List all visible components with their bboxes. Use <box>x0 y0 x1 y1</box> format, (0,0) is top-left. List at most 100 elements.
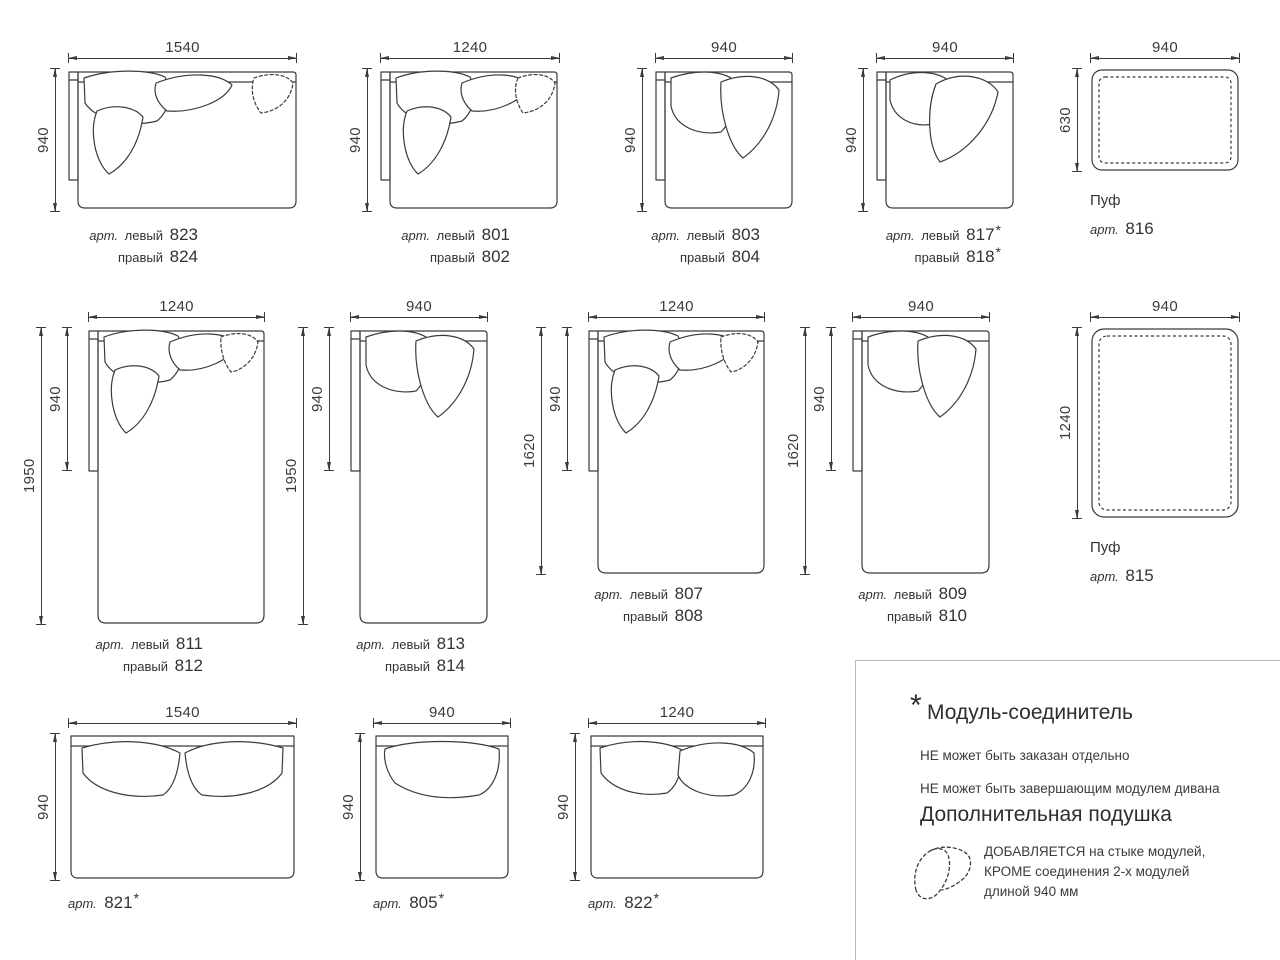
art-number: 813 <box>436 634 465 653</box>
length-dimension-label: 1620 <box>521 433 538 469</box>
module-caption: арт. 805* <box>373 890 445 913</box>
dimension-line <box>588 721 766 725</box>
dimension-line <box>65 327 69 471</box>
sofa-drawing <box>588 733 766 881</box>
dimension-line <box>373 721 511 725</box>
width-dimension-label: 1540 <box>165 704 200 721</box>
pouf-label: Пуф <box>1090 539 1121 556</box>
side-label: левый <box>391 637 430 652</box>
sofa-drawing <box>852 327 990 575</box>
depth-dimension-label: 940 <box>811 386 828 412</box>
dimension-line <box>640 68 644 212</box>
caption-left-line: арт. левый 809 <box>837 583 967 605</box>
depth-dimension: 940 <box>843 68 868 212</box>
width-dimension-label: 940 <box>1152 298 1178 315</box>
width-dimension: 1240 <box>88 298 265 322</box>
depth-dimension: 940 <box>340 733 365 881</box>
width-dimension: 1240 <box>588 298 765 322</box>
width-dimension: 940 <box>655 39 793 63</box>
dimension-line <box>655 56 793 60</box>
sofa-drawing <box>380 68 560 212</box>
width-dimension: 1540 <box>68 704 297 728</box>
depth-dimension: 940 <box>622 68 647 212</box>
connector-star: * <box>438 890 445 906</box>
length-dimension-label: 1240 <box>1057 405 1074 441</box>
art-number: 823 <box>169 225 198 244</box>
pouf-815: 940 1240 Пуф арт. 815 <box>1052 298 1252 639</box>
depth-dimension: 630 <box>1057 68 1082 172</box>
caption-left-line: арт. левый 801 <box>380 224 510 246</box>
connector-star: * <box>653 890 660 906</box>
module-caption: арт. левый 803 правый 804 <box>647 224 760 268</box>
pouf-drawing <box>1090 68 1240 172</box>
extra-pillow-note: ДОБАВЛЯЕТСЯ на стыке модулей, КРОМЕ соед… <box>984 842 1205 902</box>
length-dimension-label: 1950 <box>21 458 38 494</box>
module-caption: арт. 821* <box>68 890 139 913</box>
dimension-line <box>876 56 1014 60</box>
dimension-line <box>53 733 57 881</box>
art-number: 804 <box>731 247 760 266</box>
width-dimension: 940 <box>1090 39 1240 63</box>
module-809-810: 940 1620 940 арт. левый 809 правый 810 <box>785 298 1008 639</box>
sofa-drawing <box>373 733 511 881</box>
extra-pillow-note-line-2: КРОМЕ соединения 2-х модулей <box>984 864 1190 879</box>
depth-dimension: 940 <box>35 68 60 212</box>
width-dimension: 940 <box>852 298 990 322</box>
dimension-line <box>852 315 990 319</box>
art-number: 821 <box>104 893 133 912</box>
depth-dimension-inner: 940 <box>47 327 72 471</box>
module-caption: арт. левый 813 правый 814 <box>335 633 465 677</box>
depth-dimension-label: 630 <box>1057 107 1074 133</box>
art-number: 811 <box>175 634 203 653</box>
pouf-816: 940 630 Пуф арт. 816 <box>1052 39 1252 272</box>
module-caption: Пуф арт. 816 <box>1090 192 1154 240</box>
dimension-line <box>350 315 488 319</box>
caption-left-line: арт. левый 817* <box>866 222 1001 246</box>
module-817-818: 940 940 арт. левый 817* правый 818* <box>838 39 1028 272</box>
extra-pillow-note-line-1: ДОБАВЛЯЕТСЯ на стыке модулей, <box>984 844 1206 859</box>
connector-star: * <box>995 222 1001 238</box>
art-label: арт. <box>95 637 125 652</box>
art-label: арт. <box>68 896 97 911</box>
art-label: арт. <box>594 587 624 602</box>
asterisk-mark: * <box>910 689 922 722</box>
side-label: правый <box>914 250 960 265</box>
connector-star: * <box>995 244 1001 260</box>
art-number: 812 <box>174 656 203 675</box>
side-label: правый <box>384 659 430 674</box>
art-number: 817 <box>966 225 995 244</box>
art-number: 822 <box>624 893 653 912</box>
connector-note-2: НЕ может быть завершающим модулем дивана <box>920 781 1220 796</box>
pouf-label: Пуф <box>1090 192 1121 209</box>
width-dimension: 1240 <box>588 704 766 728</box>
depth-dimension-label: 940 <box>35 794 52 820</box>
connector-title: Модуль-соединитель <box>927 701 1133 724</box>
caption-right-line: правый 810 <box>837 605 967 627</box>
width-dimension: 1540 <box>68 39 297 63</box>
sofa-drawing <box>588 327 765 575</box>
side-label: левый <box>686 228 725 243</box>
art-label: арт. <box>1090 222 1119 237</box>
depth-dimension-inner: 940 <box>547 327 572 471</box>
pillow-icon <box>910 844 980 908</box>
side-label: левый <box>893 587 932 602</box>
length-dimension-label: 1950 <box>283 458 300 494</box>
module-813-814: 940 1950 940 арт. левый 813 правый 814 <box>283 298 506 683</box>
caption-left-line: арт. левый 823 <box>68 224 198 246</box>
dimension-line <box>1090 56 1240 60</box>
module-caption: арт. левый 801 правый 802 <box>380 224 510 268</box>
module-823-824: 1540 940 арт. левый 823 правый 824 <box>30 39 305 272</box>
width-dimension-label: 1240 <box>659 298 694 315</box>
dimension-line <box>829 327 833 471</box>
dimension-line <box>861 68 865 212</box>
caption-right-line: правый 814 <box>335 655 465 677</box>
side-label: левый <box>124 228 163 243</box>
art-label: арт. <box>885 228 915 243</box>
width-dimension-label: 940 <box>932 39 958 56</box>
dimension-line <box>539 327 543 575</box>
art-label: арт. <box>401 228 431 243</box>
depth-dimension-label: 940 <box>309 386 326 412</box>
module-caption: арт. 822* <box>588 890 660 913</box>
module-caption: арт. левый 807 правый 808 <box>573 583 703 627</box>
